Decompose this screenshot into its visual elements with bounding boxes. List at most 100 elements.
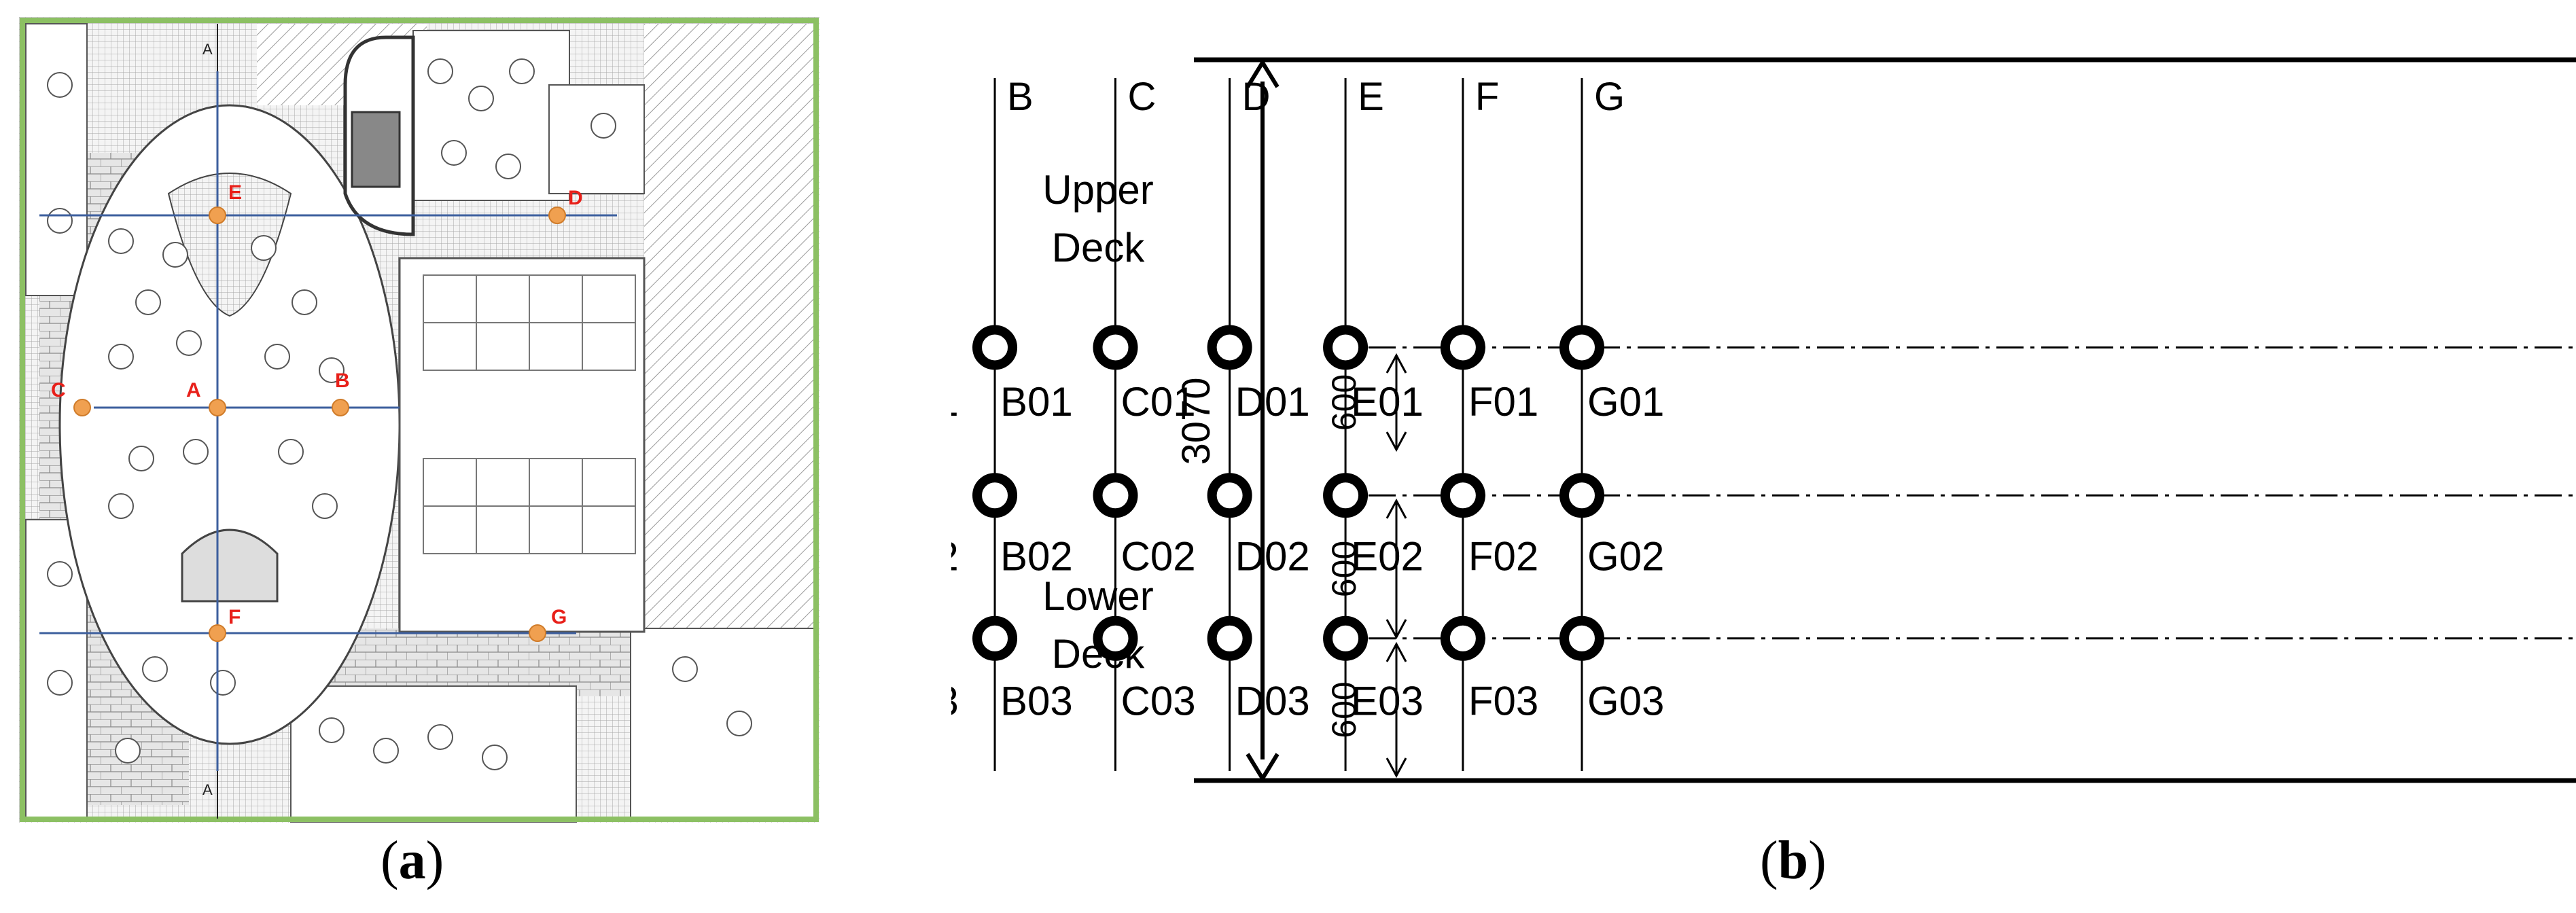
sensor-label-c02: C02 [1121, 534, 1196, 579]
table-icon [162, 242, 188, 268]
sensor-node-d02 [1207, 473, 1252, 518]
sensor-node-b03 [972, 615, 1018, 661]
height-arrow-head-bottom [1246, 753, 1280, 783]
point-label-a: A [186, 379, 201, 401]
total-height-label: 3070 [1174, 377, 1218, 465]
measurement-grid: 3070 Upper Deck Lower Deck ABCDEFG 60060… [858, 57, 2576, 783]
stage-panel [582, 505, 636, 554]
measurement-grid-panel: 3070 Upper Deck Lower Deck ABCDEFG 60060… [858, 0, 2576, 910]
table-icon [47, 670, 73, 696]
row-lines [1324, 346, 2576, 640]
sensor-label-b03: B03 [1000, 679, 1073, 724]
sensor-label-c01: C01 [1121, 379, 1196, 425]
column-label-d: D [1242, 75, 1271, 119]
table-icon [278, 439, 304, 465]
table-icon [251, 235, 277, 261]
table-icon [495, 154, 521, 179]
point-marker-a [209, 399, 226, 416]
point-label-c: C [51, 379, 66, 401]
sensor-label-g01: G01 [1587, 379, 1664, 425]
stage-panel [423, 458, 477, 507]
sensor-node-g01 [1559, 325, 1604, 370]
section-mark-top: A [202, 41, 213, 58]
table-icon [176, 330, 202, 356]
stage-panel [476, 505, 530, 554]
stage-panel [423, 322, 477, 371]
stage-panel [423, 274, 477, 323]
sensor-node-d01 [1207, 325, 1252, 370]
room-bottom-right [630, 628, 815, 819]
table-icon [135, 289, 161, 315]
table-icon [128, 446, 154, 471]
lower-deck-label-1: Lower [1042, 573, 1153, 619]
sensor-label-b02: B02 [1000, 534, 1073, 579]
stage-panel [476, 322, 530, 371]
room-left-upper [25, 23, 88, 296]
sensor-node-c02 [1093, 473, 1138, 518]
point-label-b: B [335, 370, 350, 392]
spacing-arrow-bottom [1386, 431, 1407, 452]
point-marker-g [529, 624, 546, 642]
plan-border [20, 18, 819, 822]
sensor-label-e03: E03 [1351, 679, 1424, 724]
table-icon [373, 738, 399, 764]
table-icon [726, 711, 752, 736]
sensor-label-f01: F01 [1468, 379, 1538, 425]
stage-panel [582, 322, 636, 371]
point-label-e: E [228, 181, 242, 204]
sensor-label-a03: A03 [951, 679, 959, 724]
upper-deck-label-2: Deck [1052, 225, 1146, 270]
oval-feature-bottom [181, 529, 279, 603]
oval-feature-top [167, 173, 292, 317]
table-icon [47, 208, 73, 234]
bar-unit [351, 111, 401, 188]
table-icon [590, 113, 616, 139]
section-mark-bottom: A [202, 781, 213, 798]
sensor-label-g03: G03 [1587, 679, 1664, 724]
table-icon [142, 656, 168, 682]
hatched-zone-right [644, 24, 815, 635]
table-icon [108, 344, 134, 370]
sensor-label-g02: G02 [1587, 534, 1664, 579]
height-arrow-head-top [1246, 58, 1280, 88]
table-icon [47, 561, 73, 587]
sensor-node-c01 [1093, 325, 1138, 370]
sensor-label-f02: F02 [1468, 534, 1538, 579]
sensor-node-f03 [1440, 615, 1485, 661]
point-marker-e [209, 207, 226, 224]
table-icon [509, 58, 535, 84]
point-label-g: G [551, 606, 567, 628]
table-icon [312, 493, 338, 519]
table-icon [482, 745, 508, 770]
sensor-node-b01 [972, 325, 1018, 370]
sensor-node-d03 [1207, 615, 1252, 661]
point-marker-d [548, 207, 566, 224]
sensor-node-b02 [972, 473, 1018, 518]
stage-panel [582, 274, 636, 323]
table-group [47, 58, 752, 770]
point-label-d: D [568, 187, 583, 209]
table-icon [319, 717, 345, 743]
table-icon [672, 656, 698, 682]
stage-panel [476, 274, 530, 323]
sensor-node-g03 [1559, 615, 1604, 661]
point-marker-f [209, 624, 226, 642]
sensor-node-c03 [1093, 615, 1138, 661]
sensor-label-d03: D03 [1235, 679, 1310, 724]
table-icon [210, 670, 236, 696]
room-top-corner [548, 84, 645, 194]
room-top-right [412, 30, 570, 201]
spacing-arrow-top [1386, 353, 1407, 374]
sensor-label-a01: A01 [951, 379, 959, 425]
table-icon [292, 289, 317, 315]
sensor-node-e02 [1323, 473, 1369, 518]
sensor-label-d02: D02 [1235, 534, 1310, 579]
stage-panel [529, 505, 583, 554]
spacing-label-2: 600 [1325, 541, 1363, 597]
sensor-label-e02: E02 [1351, 534, 1424, 579]
stage-panel [476, 458, 530, 507]
sensor-label-e01: E01 [1351, 379, 1424, 425]
sensor-node-e01 [1323, 325, 1369, 370]
